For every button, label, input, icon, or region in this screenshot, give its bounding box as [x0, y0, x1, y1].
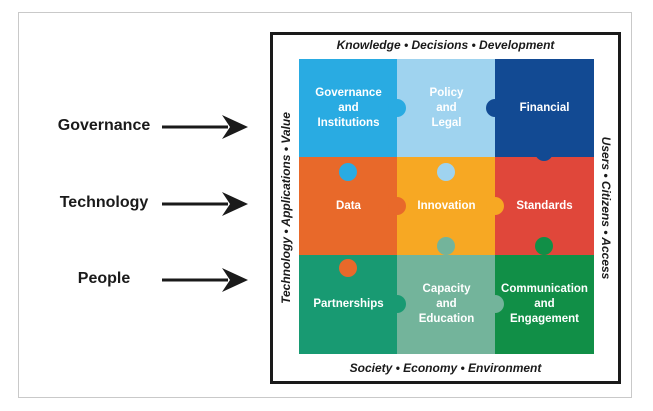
puzzle-tab: [486, 295, 504, 313]
puzzle-tab: [339, 259, 357, 277]
arrow-technology: [162, 192, 248, 216]
arrow-governance: [162, 115, 248, 139]
puzzle-tab: [388, 295, 406, 313]
row-label-governance: Governance: [57, 117, 151, 134]
edge-label-left: Technology • Applications • Value: [279, 112, 293, 304]
edge-label-right: Users • Citizens • Access: [599, 136, 613, 280]
piece-label: Capacity and Education: [418, 283, 475, 325]
puzzle-tab: [486, 197, 504, 215]
puzzle-tab: [437, 163, 455, 181]
puzzle-tab: [535, 143, 553, 161]
piece-governance-institutions: Governance and Institutions: [299, 59, 398, 158]
row-label-people: People: [77, 270, 131, 287]
row-label-technology: Technology: [59, 194, 149, 211]
piece-policy-legal: Policy and Legal: [397, 59, 496, 158]
arrow-people: [162, 268, 248, 292]
puzzle-tab: [486, 99, 504, 117]
piece-label: Financial: [519, 102, 570, 114]
piece-capacity-education: Capacity and Education: [397, 255, 496, 354]
edge-label-bottom: Society • Economy • Environment: [349, 361, 542, 375]
piece-label: Innovation: [417, 200, 476, 212]
piece-label: Policy and Legal: [429, 87, 464, 129]
puzzle-tab: [388, 197, 406, 215]
puzzle-tab: [388, 99, 406, 117]
piece-label: Standards: [516, 200, 573, 212]
puzzle-tab: [535, 237, 553, 255]
puzzle-grid: Governance and Institutions Policy and L…: [299, 59, 594, 355]
puzzle-tab: [339, 163, 357, 181]
piece-label: Data: [336, 200, 361, 212]
piece-label: Partnerships: [313, 298, 384, 310]
piece-communication-engagement: Communication and Engagement: [495, 255, 594, 354]
piece-label: Governance and Institutions: [315, 87, 382, 129]
edge-label-top: Knowledge • Decisions • Development: [336, 38, 555, 52]
piece-financial: Financial: [495, 59, 594, 158]
puzzle-tab: [437, 237, 455, 255]
piece-label: Communication and Engagement: [501, 283, 588, 325]
